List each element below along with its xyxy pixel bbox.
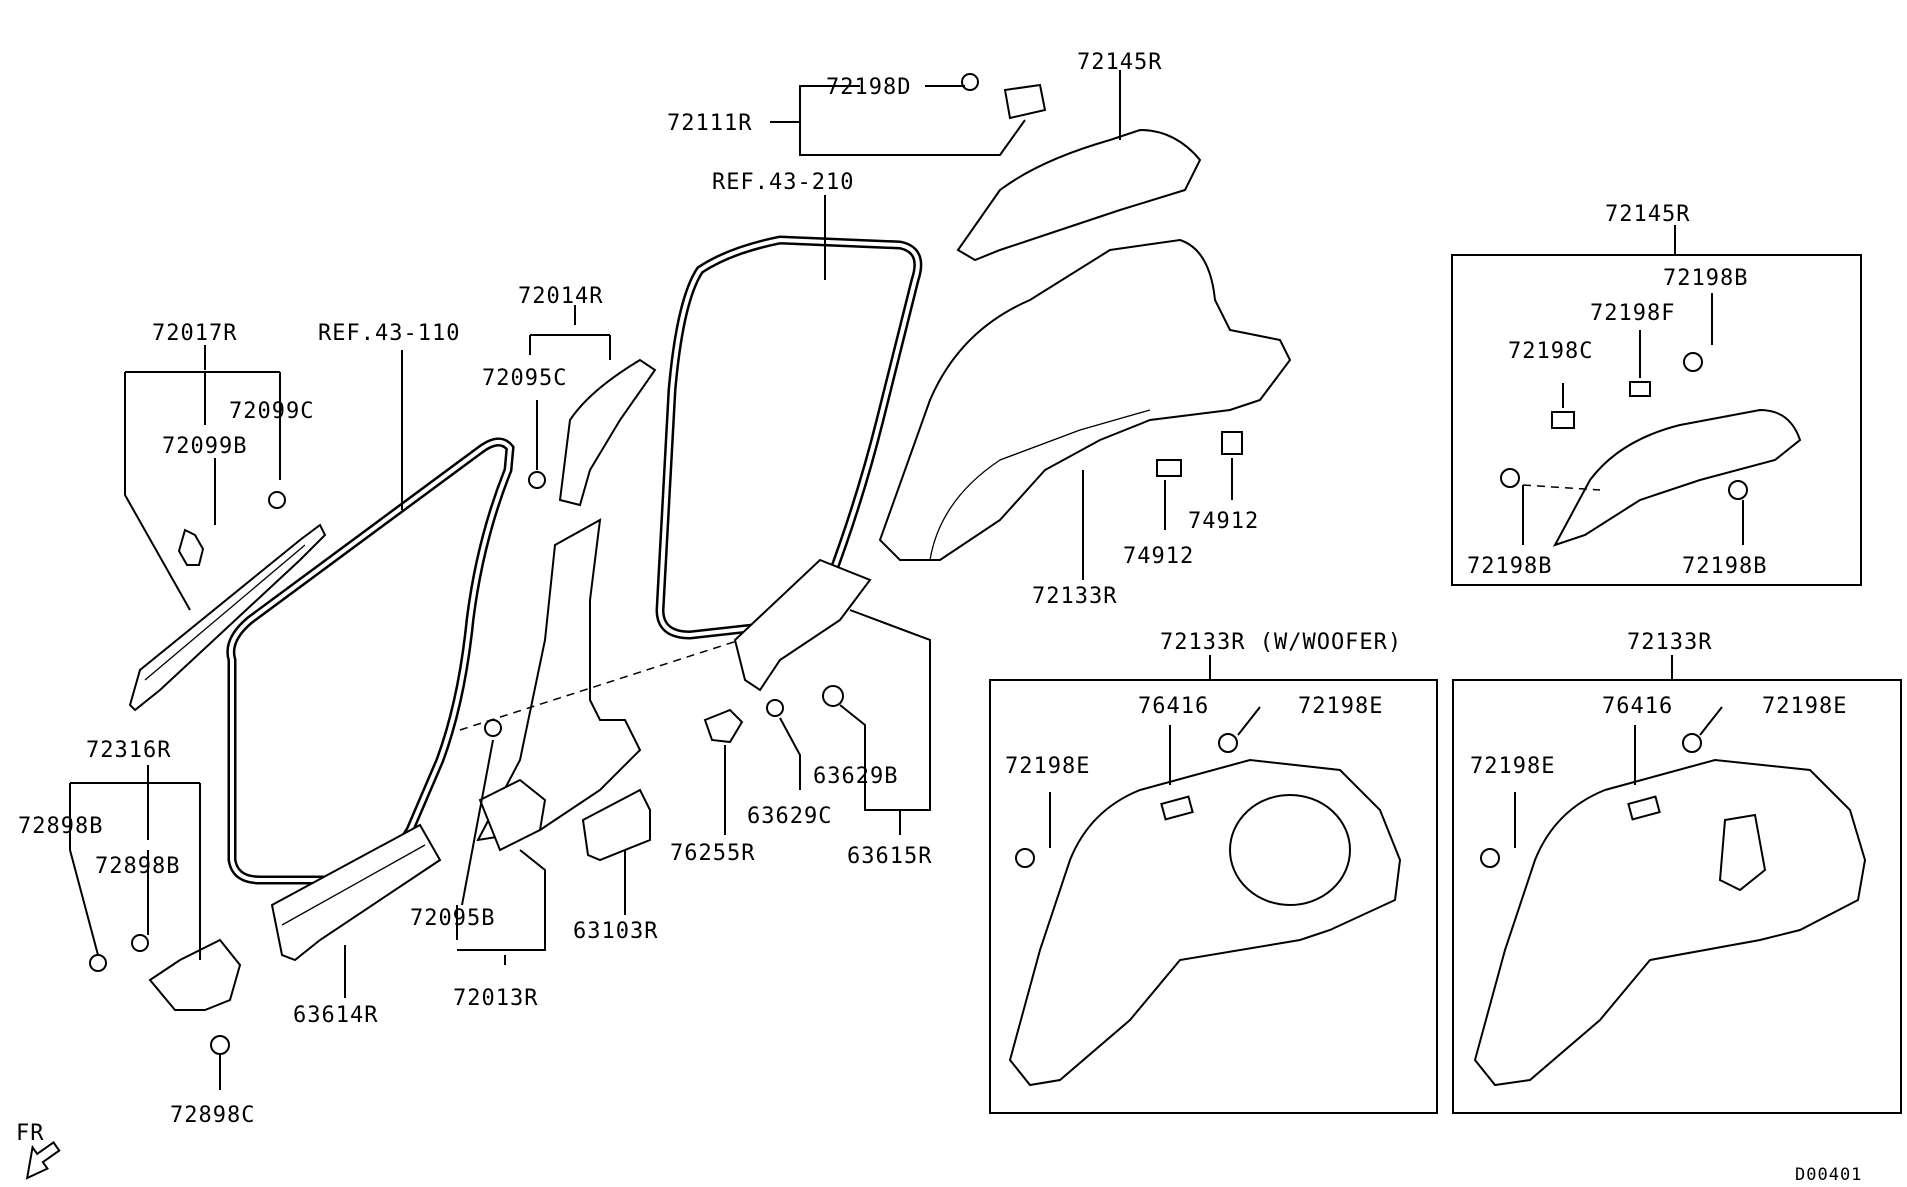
inset-std-72198e-right: 72198E [1762, 694, 1847, 719]
label-63629c: 63629C [747, 804, 832, 829]
rear-scuff-plate-part [733, 558, 872, 692]
inset-top-72198b-right: 72198B [1682, 554, 1767, 579]
label-ref43-210: REF.43-210 [712, 170, 854, 195]
clip-72095b-icon [484, 719, 502, 737]
inset-woofer-frame [989, 679, 1438, 1114]
inset-top-title: 72145R [1605, 202, 1690, 227]
part-76255r [703, 708, 744, 744]
front-arrow-icon [25, 1141, 61, 1180]
label-63103r: 63103R [573, 919, 658, 944]
clip-63629b-icon [822, 685, 844, 707]
kick-panel-part [148, 938, 242, 1011]
a-pillar-trim-part [128, 491, 327, 712]
plug-74912-icon [1156, 459, 1182, 477]
front-scuff-plate-part [270, 823, 442, 962]
label-72017r: 72017R [152, 321, 237, 346]
inset-72145r-frame [1451, 254, 1862, 586]
clip-72095c-icon [528, 471, 546, 489]
clip-72898c-icon [210, 1035, 230, 1055]
label-74912-a: 74912 [1188, 509, 1259, 534]
inset-woofer-72198e-left: 72198E [1005, 754, 1090, 779]
clip-72099c-icon [268, 491, 286, 509]
lower-quarter-trim-part [878, 238, 1292, 561]
b-pillar-lower-trim-part [476, 518, 642, 842]
label-72095c: 72095C [482, 366, 567, 391]
label-72145r: 72145R [1077, 50, 1162, 75]
inset-72145r-part [1500, 352, 1802, 547]
label-72095b: 72095B [410, 906, 495, 931]
label-72898b-b: 72898B [95, 854, 180, 879]
inset-std-title: 72133R [1627, 630, 1712, 655]
label-72013r: 72013R [453, 986, 538, 1011]
part-63103r [581, 788, 651, 862]
label-72099b: 72099B [162, 434, 247, 459]
label-ref43-110: REF.43-110 [318, 321, 460, 346]
inset-top-72198b: 72198B [1663, 266, 1748, 291]
clip-63629c-icon [766, 699, 784, 717]
label-72111r: 72111R [667, 111, 752, 136]
label-63615r: 63615R [847, 844, 932, 869]
label-72316r: 72316R [86, 738, 171, 763]
diagram-code: D00401 [1795, 1165, 1862, 1185]
label-72014r: 72014R [518, 284, 603, 309]
inset-std-part [1473, 733, 1867, 1087]
inset-woofer-76416: 76416 [1138, 694, 1209, 719]
plug-74912b-icon [1221, 431, 1243, 455]
inset-top-72198b-left: 72198B [1467, 554, 1552, 579]
label-72898c: 72898C [170, 1103, 255, 1128]
inset-woofer-72198e-right: 72198E [1298, 694, 1383, 719]
label-fr: FR [16, 1121, 45, 1146]
inset-top-72198c: 72198C [1508, 339, 1593, 364]
b-pillar-upper-trim-part [558, 358, 657, 507]
clip-72099b-icon [177, 528, 205, 566]
clip-72198d-icon [961, 73, 979, 91]
inset-std-76416: 76416 [1602, 694, 1673, 719]
rear-door-weatherstrip-part [655, 235, 923, 640]
inset-woofer-title: 72133R (W/WOOFER) [1160, 630, 1402, 655]
label-72898b-a: 72898B [18, 814, 103, 839]
label-72133r: 72133R [1032, 584, 1117, 609]
label-74912-b: 74912 [1123, 544, 1194, 569]
inset-top-72198f: 72198F [1590, 301, 1675, 326]
clip-72898b-b-icon [131, 934, 149, 952]
upper-quarter-trim-part [956, 128, 1202, 262]
clip-72898b-icon [89, 954, 107, 972]
inset-std-72198e-left: 72198E [1470, 754, 1555, 779]
label-63614r: 63614R [293, 1003, 378, 1028]
inset-std-frame [1452, 679, 1902, 1114]
inset-woofer-part [1008, 733, 1402, 1087]
label-72198d: 72198D [826, 75, 911, 100]
leader-lines [69, 70, 1233, 1090]
label-76255r: 76255R [670, 841, 755, 866]
label-72099c: 72099C [229, 399, 314, 424]
label-63629b: 63629B [813, 764, 898, 789]
